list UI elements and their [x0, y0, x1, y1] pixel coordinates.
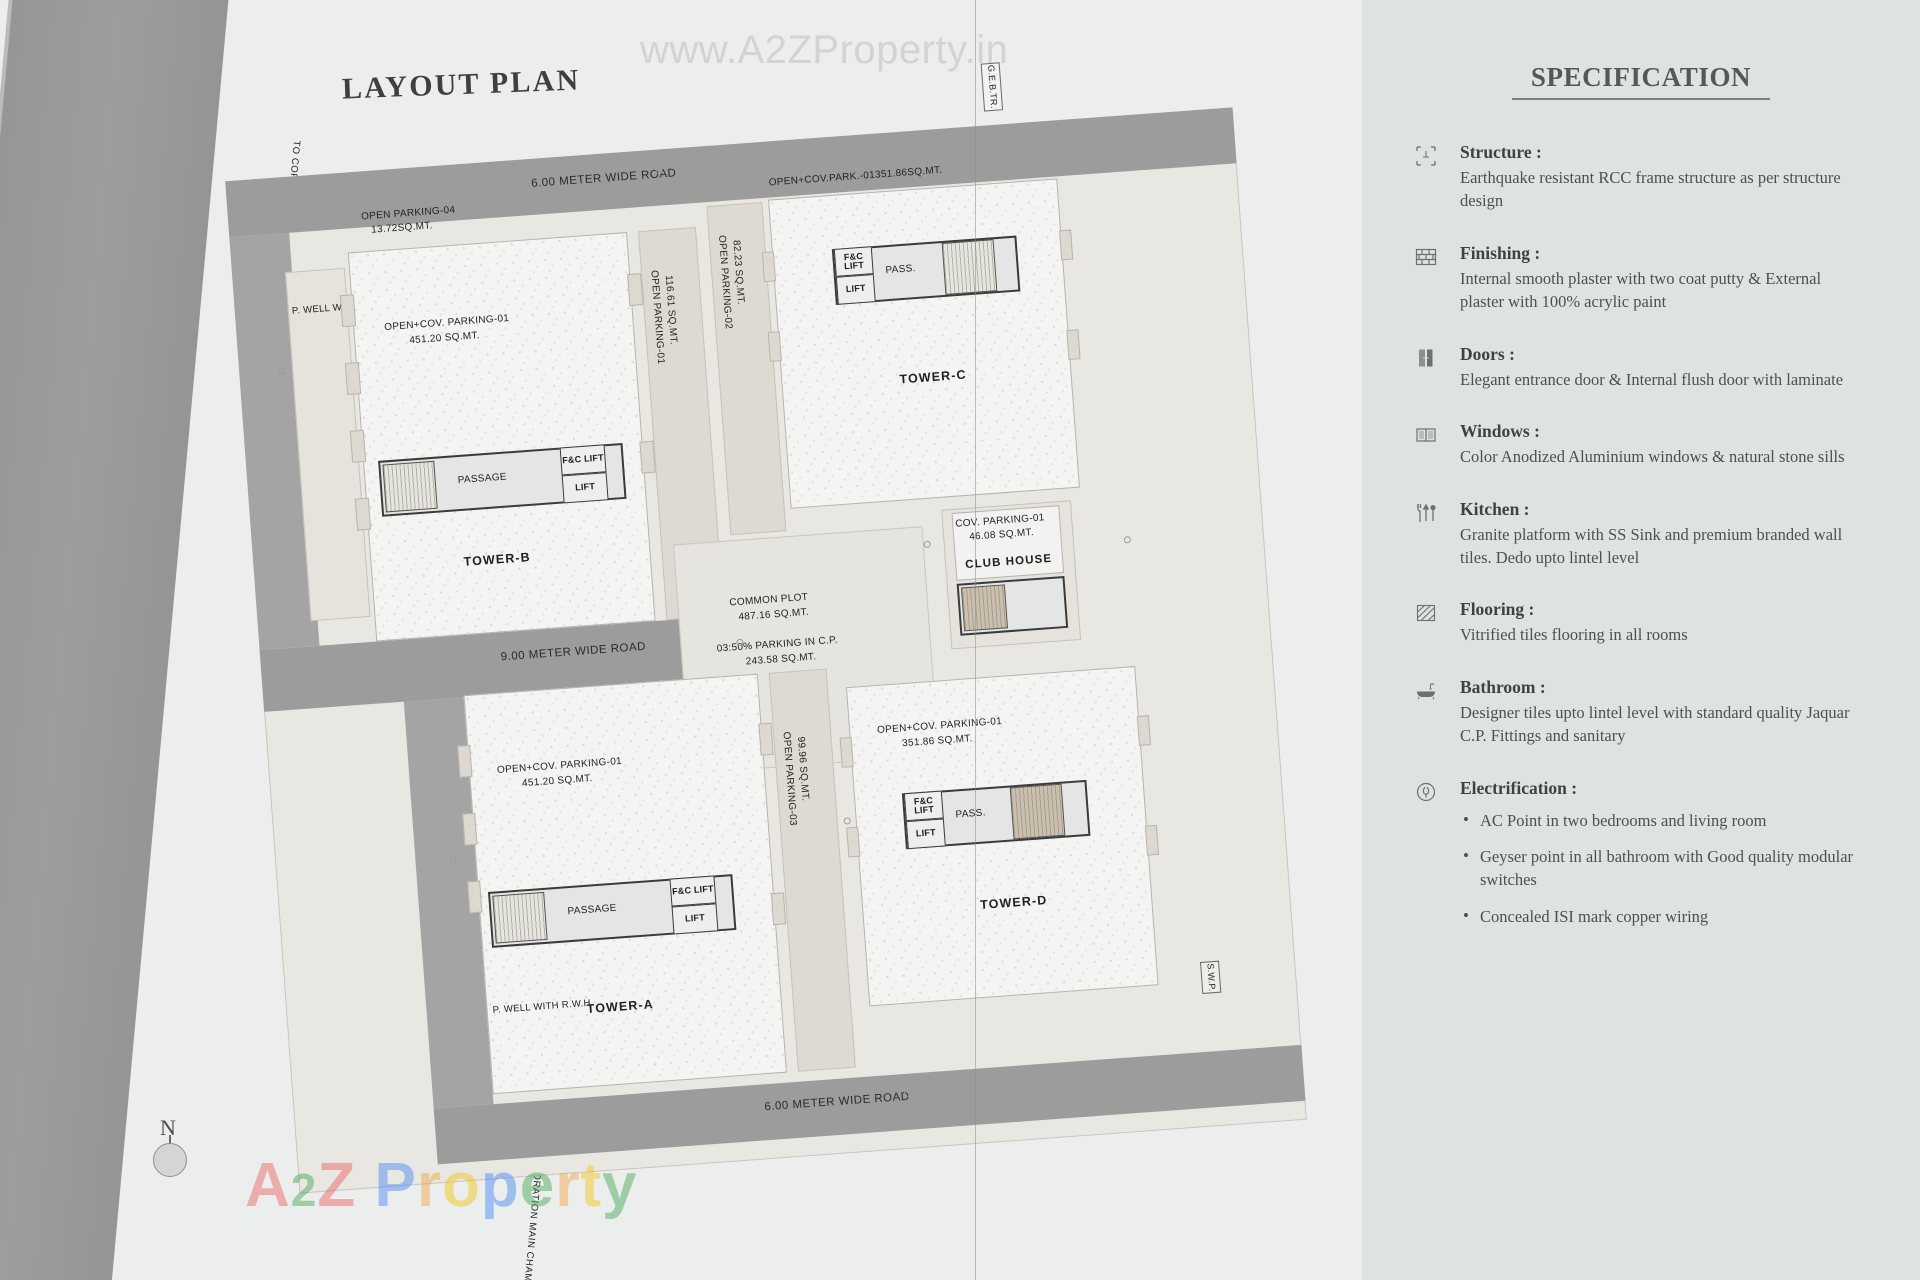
north-circle: [153, 1143, 187, 1177]
electrification-bullet: Geyser point in all bathroom with Good q…: [1460, 844, 1868, 892]
tower-c-lift: LIFT: [835, 274, 876, 305]
tower-c-stair: [941, 239, 998, 295]
structure-frame-icon: [1414, 142, 1456, 168]
north-arrow: N: [150, 1115, 210, 1185]
spec-head-electrification: Electrification :: [1460, 777, 1578, 798]
edge-label-swp: S.W.P.: [1200, 960, 1222, 995]
bathtub-icon: [1414, 677, 1456, 703]
spec-desc-kitchen: Granite platform with SS Sink and premiu…: [1460, 524, 1843, 567]
layout-plan-panel: 18.00 METER WIDE T.P.S. ROAD TO CORPORAT…: [0, 0, 1362, 1280]
tower-b-notch-4: [354, 497, 372, 531]
electrification-bullet: AC Point in two bedrooms and living room: [1460, 808, 1868, 833]
club-house-stair: [960, 584, 1009, 632]
tower-a-notch-3: [467, 880, 483, 914]
window-icon: [1414, 421, 1456, 447]
spec-head-structure: Structure :: [1460, 142, 1542, 162]
spec-item-flooring: Flooring : Vitrified tiles flooring in a…: [1414, 599, 1868, 646]
north-label: N: [160, 1115, 176, 1140]
cutlery-icon: [1414, 499, 1456, 525]
spec-head-kitchen: Kitchen :: [1460, 498, 1530, 519]
tower-d-passage-label: PASS.: [955, 807, 987, 821]
tower-d-notch-3: [1136, 715, 1151, 746]
floor-tile-icon: [1414, 599, 1456, 625]
spec-head-windows: Windows :: [1460, 421, 1540, 442]
tower-b-stair: [382, 460, 438, 513]
tower-c-notch-3: [1059, 229, 1074, 261]
tower-c-footprint: [768, 178, 1080, 509]
spec-item-kitchen: Kitchen : Granite platform with SS Sink …: [1414, 499, 1868, 570]
tower-a-notch-2: [462, 812, 478, 846]
spec-desc-structure: Earthquake resistant RCC frame structure…: [1460, 168, 1841, 211]
tower-a-stair: [492, 891, 548, 944]
tower-a-fc-lift: F&C LIFT: [669, 875, 717, 907]
power-plug-icon: [1414, 778, 1456, 804]
tower-b-notch-2: [344, 362, 362, 395]
tower-c-notch-4: [1066, 329, 1081, 361]
specification-panel: SPECIFICATION Structure : Earthquake res…: [1362, 0, 1920, 1280]
tower-d-stair: [1009, 783, 1066, 840]
spec-head-bathroom: Bathroom :: [1460, 676, 1546, 697]
tower-d-fc-lift: F&C LIFT: [903, 790, 944, 822]
site-canvas: 6.00 METER WIDE ROAD 9.00 METER WIDE ROA…: [127, 0, 1362, 1255]
spec-desc-flooring: Vitrified tiles flooring in all rooms: [1460, 625, 1688, 645]
spec-head-doors: Doors :: [1460, 343, 1515, 364]
spec-item-doors: Doors : Elegant entrance door & Internal…: [1414, 344, 1868, 391]
tower-b-lift: LIFT: [561, 472, 609, 504]
spec-desc-windows: Color Anodized Aluminium windows & natur…: [1460, 447, 1845, 467]
edge-label-geb: G.E.B.TR.: [980, 62, 1004, 112]
spec-item-structure: Structure : Earthquake resistant RCC fra…: [1414, 142, 1868, 213]
spec-desc-finishing: Internal smooth plaster with two coat pu…: [1460, 268, 1822, 312]
tower-a-notch-4: [758, 722, 774, 756]
spec-desc-doors: Elegant entrance door & Internal flush d…: [1460, 369, 1844, 389]
tower-c-passage-label: PASS.: [885, 263, 917, 277]
page-fold-line: [975, 0, 976, 1280]
spec-desc-bathroom: Designer tiles upto lintel level with st…: [1460, 702, 1850, 746]
tower-d-notch-4: [1144, 824, 1160, 856]
tower-a-notch-5: [770, 892, 787, 926]
spec-item-bathroom: Bathroom : Designer tiles upto lintel le…: [1414, 677, 1868, 748]
tower-b-notch-1: [339, 294, 357, 328]
tower-b-fc-lift: F&C LIFT: [559, 444, 607, 476]
tower-a-notch-1: [457, 744, 473, 778]
tower-a-lift: LIFT: [671, 903, 719, 935]
electrification-bullet-list: AC Point in two bedrooms and living room…: [1460, 808, 1868, 929]
spec-item-windows: Windows : Color Anodized Aluminium windo…: [1414, 421, 1868, 468]
spec-head-finishing: Finishing :: [1460, 242, 1541, 263]
tower-c-notch-2: [767, 331, 782, 362]
tower-d-notch-1: [839, 736, 854, 768]
door-icon: [1414, 344, 1456, 370]
spec-item-electrification: Electrification : AC Point in two bedroo…: [1414, 778, 1868, 942]
tower-b-footprint: [347, 232, 656, 642]
spec-head-flooring: Flooring :: [1460, 599, 1535, 620]
electrification-bullet: Concealed ISI mark copper wiring: [1460, 904, 1868, 929]
spec-item-finishing: Finishing : Internal smooth plaster with…: [1414, 243, 1868, 314]
tower-b-notch-3: [349, 429, 367, 463]
tower-c-fc-lift: F&C LIFT: [833, 246, 874, 277]
brick-wall-icon: [1414, 243, 1456, 269]
tower-d-notch-2: [846, 826, 861, 858]
specification-title: SPECIFICATION: [1512, 62, 1770, 100]
tower-d-lift: LIFT: [905, 818, 946, 850]
tower-c-notch-1: [761, 251, 777, 283]
